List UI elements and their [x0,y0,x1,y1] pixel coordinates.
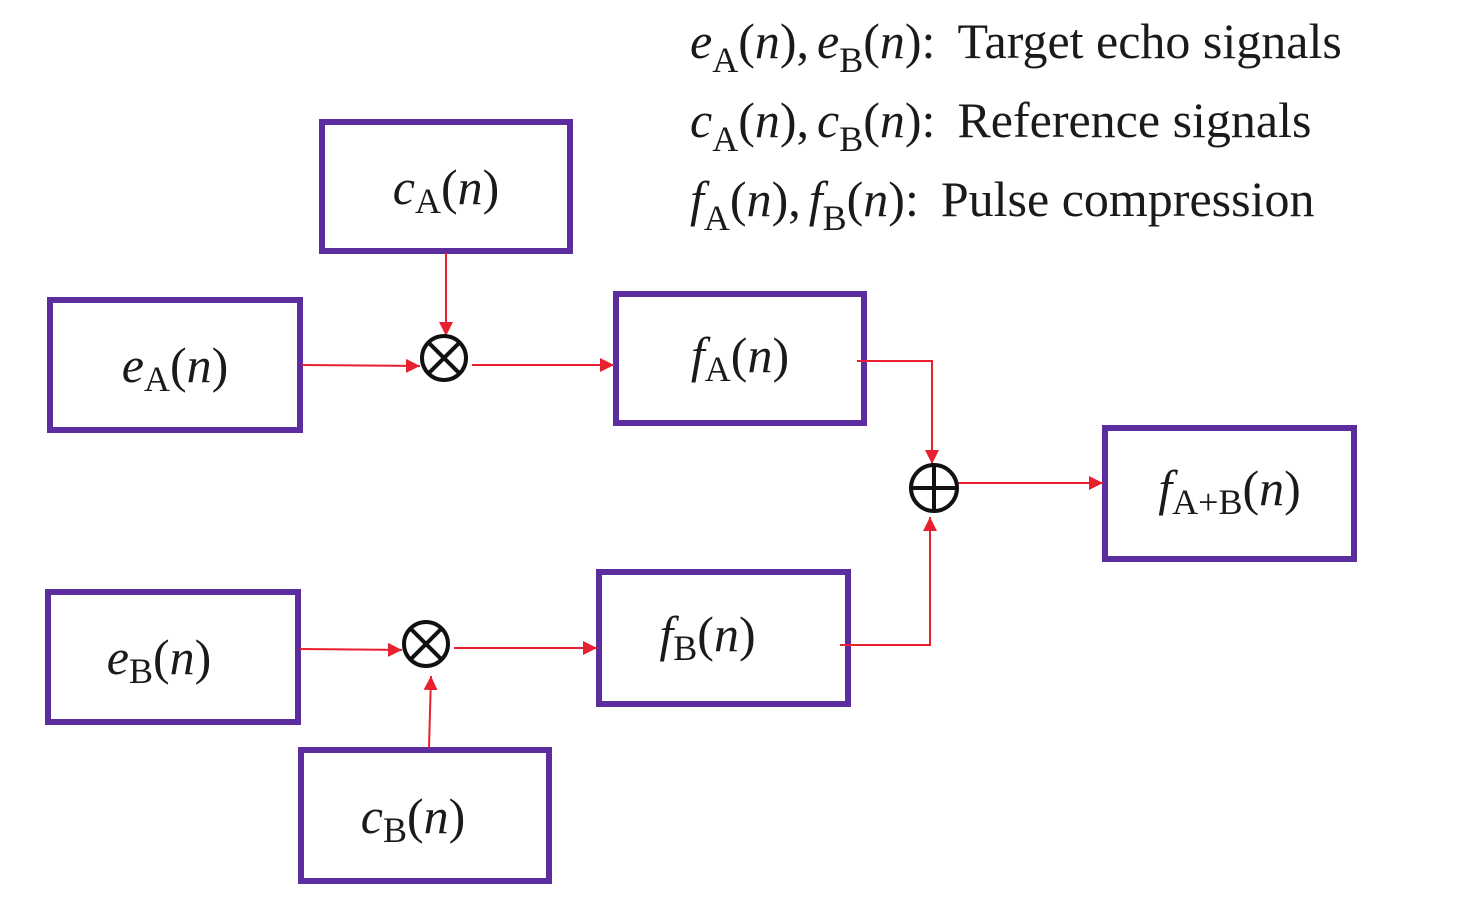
argument: n [746,171,772,227]
symbol: c [817,92,840,148]
subscript: B [839,40,864,80]
block-ea [47,297,303,433]
subscript: A [703,198,730,238]
adder-icon [909,463,959,513]
block-fb [596,569,851,707]
paren-close: ) [779,13,797,69]
symbol: f [690,171,704,227]
paren-close: ) [888,171,905,227]
subscript: A [712,40,739,80]
block-eb [45,589,301,725]
paren-open: ( [738,92,755,148]
paren-open: ( [729,171,747,227]
block-fa [613,291,867,426]
paren-open: ( [863,92,880,148]
multiplier-a-icon [420,334,468,382]
legend-description: Target echo signals [957,13,1342,69]
argument: n [754,92,780,148]
multiplier-b-icon [402,620,450,668]
paren-close: ) [904,92,922,148]
paren-close: ) [779,92,797,148]
legend-description: Reference signals [957,92,1312,148]
paren-close: ) [904,13,922,69]
connector-fb-to-adder [840,517,937,646]
block-fab [1102,425,1357,562]
comma: , [788,171,801,227]
connector-fa-to-adder [857,360,939,464]
argument: n [879,92,905,148]
subscript: B [839,119,864,159]
colon: : [921,92,936,148]
colon: : [921,13,936,69]
comma: , [796,92,810,148]
subscript: B [822,198,847,238]
block-cb [298,747,552,884]
symbol: f [808,171,823,227]
connector-ea-to-multiplier-a [301,358,421,373]
argument: n [754,13,780,69]
symbol: e [690,13,713,69]
connector-eb-to-multiplier-b [299,642,403,657]
argument: n [863,171,889,227]
paren-open: ( [863,13,880,69]
argument: n [879,13,905,69]
legend-description: Pulse compression [940,171,1315,227]
colon: : [904,171,919,227]
symbol: e [817,13,840,69]
paren-close: ) [771,171,789,227]
comma: , [796,13,810,69]
symbol: c [690,92,713,148]
paren-open: ( [846,171,864,227]
block-ca [319,119,573,254]
connector-cb-to-multiplier-b [423,675,438,749]
paren-open: ( [738,13,755,69]
subscript: A [712,119,739,159]
